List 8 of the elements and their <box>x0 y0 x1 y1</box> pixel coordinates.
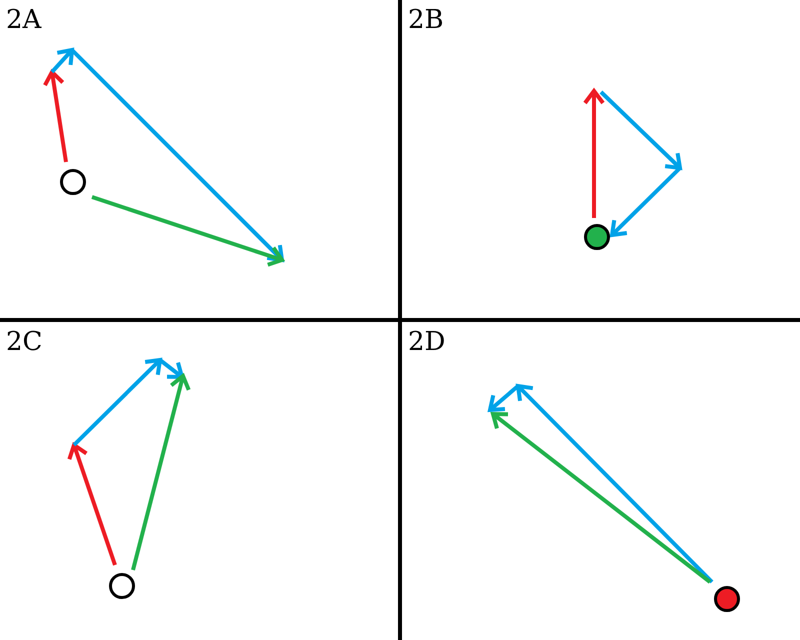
origin-point <box>584 224 610 250</box>
panel-label: 2A <box>6 6 42 35</box>
origin-point <box>714 586 740 612</box>
panel-label: 2C <box>6 328 42 357</box>
origin-point <box>60 169 86 195</box>
panel-label: 2D <box>408 328 446 357</box>
panel-label: 2B <box>408 6 444 35</box>
origin-point <box>109 573 135 599</box>
